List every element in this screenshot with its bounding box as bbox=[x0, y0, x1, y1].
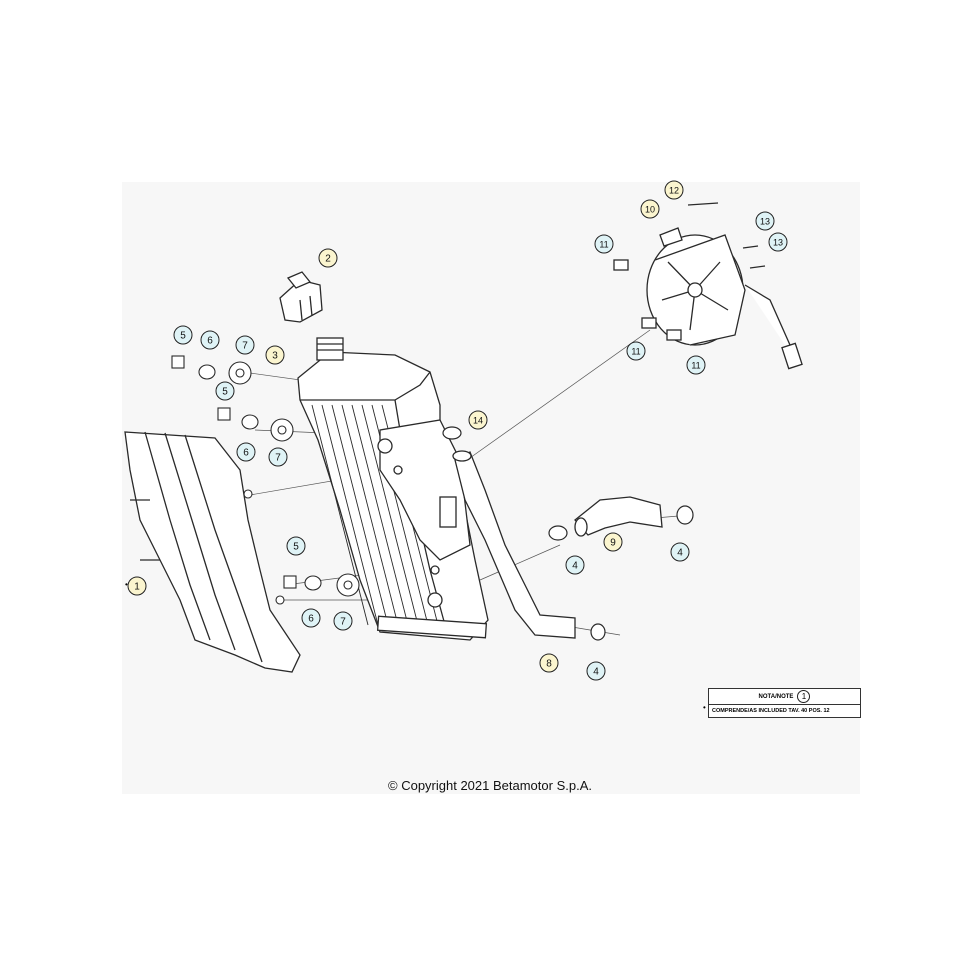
callout-label: 7 bbox=[340, 617, 346, 628]
callout-label: 4 bbox=[677, 548, 683, 559]
note-header-row: NOTA/NOTE 1 bbox=[709, 689, 860, 705]
callout-circle bbox=[594, 234, 614, 254]
callout-11: 11 bbox=[626, 341, 646, 361]
callout-6: 6 bbox=[301, 608, 321, 628]
copyright-text: © Copyright 2021 Betamotor S.p.A. bbox=[388, 778, 592, 793]
note-ref-circle: 1 bbox=[797, 690, 811, 703]
callout-circle bbox=[173, 325, 193, 345]
callout-circle bbox=[301, 608, 321, 628]
callout-label: 5 bbox=[180, 331, 186, 342]
callout-11: 11 bbox=[686, 355, 706, 375]
callout-label: 14 bbox=[473, 416, 483, 426]
callout-2: 2 bbox=[318, 248, 338, 268]
callout-label: 3 bbox=[272, 351, 278, 362]
callout-circle bbox=[539, 653, 559, 673]
callout-label: 5 bbox=[293, 542, 299, 553]
callout-8: 8 bbox=[539, 653, 559, 673]
cooling-fan bbox=[613, 202, 803, 370]
callout-circle bbox=[664, 180, 684, 200]
callout-circle bbox=[640, 199, 660, 219]
callout-circle bbox=[565, 555, 585, 575]
callout-label: 2 bbox=[325, 254, 331, 265]
note-box: NOTA/NOTE 1 COMPRENDE/AS INCLUDED TAV. 4… bbox=[708, 688, 861, 718]
callout-3: 3 bbox=[265, 345, 285, 365]
callout-circle bbox=[333, 611, 353, 631]
callout-circle bbox=[200, 330, 220, 350]
callout-5: 5 bbox=[286, 536, 306, 556]
callout-circle bbox=[755, 211, 775, 231]
callout-label: 6 bbox=[308, 614, 314, 625]
callout-6: 6 bbox=[236, 442, 256, 462]
callout-circle bbox=[215, 381, 235, 401]
callout-label: 9 bbox=[610, 538, 616, 549]
callout-label: 8 bbox=[546, 659, 552, 670]
callout-7: 7 bbox=[268, 447, 288, 467]
callout-1: 1 bbox=[127, 576, 147, 596]
lower-hose bbox=[574, 496, 663, 537]
callout-label: 6 bbox=[207, 336, 213, 347]
callout-circle bbox=[670, 542, 690, 562]
item1-marker: • bbox=[125, 580, 128, 589]
callout-label: 10 bbox=[645, 205, 655, 215]
callout-label: 1 bbox=[134, 582, 140, 593]
callout-9: 9 bbox=[603, 532, 623, 552]
callout-circle bbox=[268, 447, 288, 467]
callout-circle bbox=[236, 442, 256, 462]
note-text: COMPRENDE/AS INCLUDED TAV. 40 POS. 12 bbox=[712, 708, 830, 714]
callout-label: 7 bbox=[275, 453, 281, 464]
callout-circle bbox=[768, 232, 788, 252]
callout-4: 4 bbox=[670, 542, 690, 562]
callout-label: 7 bbox=[242, 341, 248, 352]
callout-circle bbox=[127, 576, 147, 596]
note-header: NOTA/NOTE bbox=[758, 693, 794, 700]
upper-hose bbox=[452, 450, 576, 639]
callout-circle bbox=[265, 345, 285, 365]
fasteners bbox=[171, 355, 360, 605]
callout-label: 11 bbox=[599, 240, 608, 250]
callout-14: 14 bbox=[468, 410, 488, 430]
callout-7: 7 bbox=[235, 335, 255, 355]
callout-11: 11 bbox=[594, 234, 614, 254]
callout-label: 12 bbox=[669, 186, 679, 196]
callout-label: 4 bbox=[572, 561, 578, 572]
callout-10: 10 bbox=[640, 199, 660, 219]
callout-circle bbox=[286, 536, 306, 556]
callout-4: 4 bbox=[586, 661, 606, 681]
callout-7: 7 bbox=[333, 611, 353, 631]
note-marker: • bbox=[703, 703, 706, 712]
callout-label: 5 bbox=[222, 387, 228, 398]
callout-12: 12 bbox=[664, 180, 684, 200]
callout-circle bbox=[235, 335, 255, 355]
callout-6: 6 bbox=[200, 330, 220, 350]
callout-circle bbox=[603, 532, 623, 552]
callout-circle bbox=[626, 341, 646, 361]
callout-circle bbox=[686, 355, 706, 375]
callout-5: 5 bbox=[173, 325, 193, 345]
callout-circle bbox=[468, 410, 488, 430]
callout-label: 11 bbox=[631, 347, 640, 357]
callout-label: 6 bbox=[243, 448, 249, 459]
callout-circle bbox=[586, 661, 606, 681]
callout-label: 4 bbox=[593, 667, 599, 678]
radiator-shroud bbox=[124, 431, 301, 673]
callout-13: 13 bbox=[768, 232, 788, 252]
hose-clamps bbox=[442, 426, 694, 641]
radiator bbox=[297, 337, 489, 641]
filler-cap bbox=[279, 271, 323, 323]
callout-label: 13 bbox=[773, 238, 783, 248]
callout-5: 5 bbox=[215, 381, 235, 401]
callout-13: 13 bbox=[755, 211, 775, 231]
callout-label: 13 bbox=[760, 217, 770, 227]
callout-label: 11 bbox=[691, 361, 700, 371]
callout-circle bbox=[318, 248, 338, 268]
callout-4: 4 bbox=[565, 555, 585, 575]
